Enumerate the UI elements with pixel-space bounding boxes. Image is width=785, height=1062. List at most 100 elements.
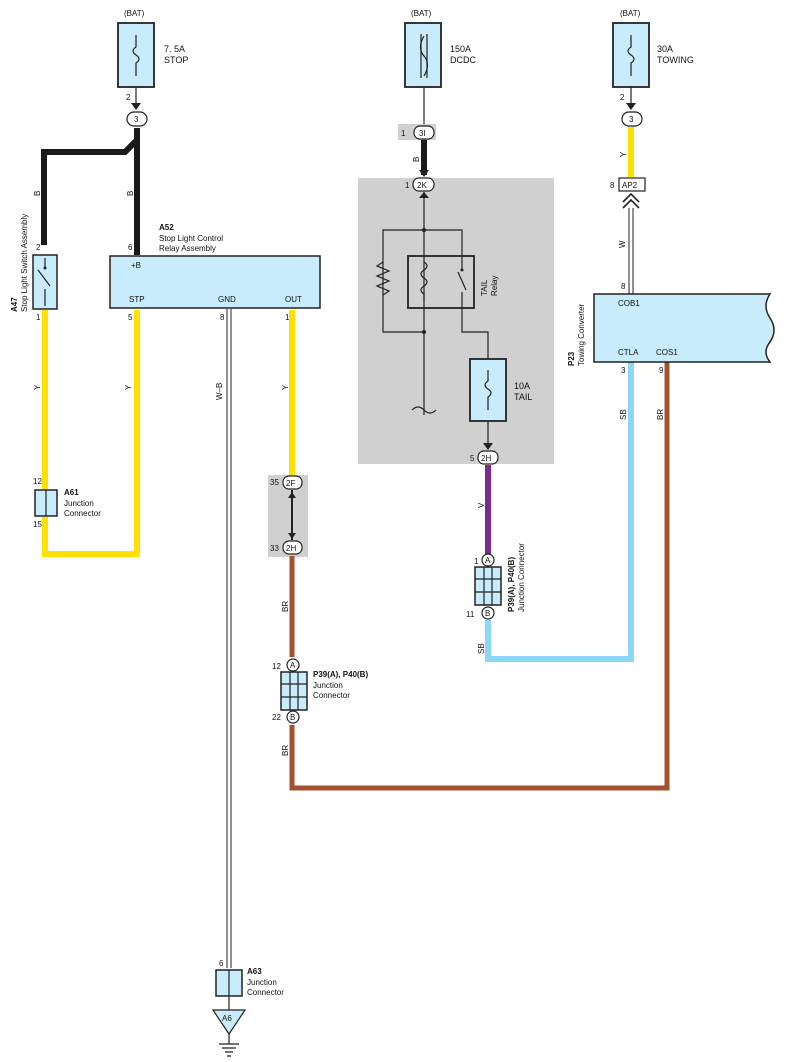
fuse-towing-rating: 30A xyxy=(657,44,673,54)
connector-2k-pin: 1 xyxy=(405,181,410,190)
fuse-towing-source: (BAT) xyxy=(620,9,641,18)
fuse-stop-rating: 7. 5A xyxy=(164,44,185,54)
p23-pin-cos1: 9 xyxy=(659,366,664,375)
fuse-tail xyxy=(469,358,507,422)
fuse-dcdc-source: (BAT) xyxy=(411,9,432,18)
p39-right-a: A xyxy=(485,556,491,565)
connector-2h-bottom-label: 2H xyxy=(286,544,296,553)
resistor-icon xyxy=(375,261,391,296)
node-dot xyxy=(422,228,426,232)
wire-label-y1: Y xyxy=(33,384,42,390)
p39-right-name: Junction Connector xyxy=(517,543,526,612)
wire-label-br3: BR xyxy=(656,409,665,420)
a52-relay-assembly xyxy=(109,255,321,309)
a61-code: A61 xyxy=(64,488,79,497)
wire-label-br1: BR xyxy=(281,601,290,612)
fuse-stop-name: STOP xyxy=(164,55,188,65)
p39-right-b: B xyxy=(485,609,490,618)
p23-pin-ctla: 3 xyxy=(621,366,626,375)
double-chevron-icon xyxy=(622,192,640,209)
a52-pin-gnd: 8 xyxy=(220,313,225,322)
junction-grid xyxy=(475,567,501,605)
wire-label-w: W xyxy=(618,240,627,248)
a52-term-out: OUT xyxy=(285,295,302,304)
p23-term-cob1: COB1 xyxy=(618,299,640,308)
p23-code: P23 xyxy=(567,351,576,366)
a61-line1: Junction xyxy=(64,499,94,508)
p39-left-pin-b-circle xyxy=(286,710,300,724)
fuse-tail-rating: 10A xyxy=(514,381,530,391)
connector-2f xyxy=(282,475,303,490)
a47-pin-top: 2 xyxy=(36,243,41,252)
a52-line2: Relay Assembly xyxy=(159,244,216,253)
connector-3-right-label: 3 xyxy=(629,115,634,124)
a52-pin-out: 1 xyxy=(285,313,290,322)
a52-line1: Stop Light Control xyxy=(159,234,223,243)
terminal-arrow xyxy=(483,443,493,450)
junction-grid xyxy=(281,672,307,710)
fuse-stop-source: (BAT) xyxy=(124,9,145,18)
a52-term-stp: STP xyxy=(129,295,145,304)
p23-pin-cob1: 8 xyxy=(621,282,626,291)
connector-2h-top-label: 2H xyxy=(481,454,491,463)
a63-line2: Connector xyxy=(247,988,284,997)
connector-3-left-label: 3 xyxy=(134,115,139,124)
connector-2k xyxy=(412,177,435,192)
p23-term-ctla: CTLA xyxy=(618,348,639,357)
terminal-arrow xyxy=(626,103,636,110)
a63-line1: Junction xyxy=(247,978,277,987)
p39-right-junction xyxy=(474,566,502,606)
fuse-towing-icon xyxy=(627,35,635,76)
fuse-towing-pin: 2 xyxy=(620,93,625,102)
p23-towing-converter xyxy=(593,293,775,363)
p39-right-code: P39(A), P40(B) xyxy=(507,557,516,612)
connector-3i-label: 3I xyxy=(419,129,426,138)
p39-left-line2: Connector xyxy=(313,691,350,700)
wire-label-br2: BR xyxy=(281,745,290,756)
wire-label-y2: Y xyxy=(124,384,133,390)
p23-term-cos1: COS1 xyxy=(656,348,678,357)
wire-label-sb1: SB xyxy=(477,643,486,654)
connector-ap2-pin: 8 xyxy=(610,181,615,190)
p39-left-code: P39(A), P40(B) xyxy=(313,670,368,679)
p39-right-pin-b-circle xyxy=(481,606,495,620)
wire-label-sb2: SB xyxy=(619,409,628,420)
connector-ap2-label: AP2 xyxy=(622,181,638,190)
connector-ap2 xyxy=(618,177,646,192)
p39-left-pin-a: 12 xyxy=(272,662,281,671)
connector-3i xyxy=(413,125,435,140)
a52-term-gnd: GND xyxy=(218,295,236,304)
terminal-arrow xyxy=(419,170,429,177)
a61-pin-top: 12 xyxy=(33,477,42,486)
wire-label-v: V xyxy=(477,502,486,508)
p39-right-pin-b: 11 xyxy=(466,610,475,619)
connector-2f-pin: 35 xyxy=(270,478,279,487)
fuse-dcdc-rating: 150A xyxy=(450,44,471,54)
terminal-arrow xyxy=(131,103,141,110)
fuse-stop-icon xyxy=(132,35,140,76)
fuse-tail-name: TAIL xyxy=(514,392,532,402)
tail-relay-line1: TAIL xyxy=(480,279,489,296)
tail-relay-panel xyxy=(358,178,554,464)
connector-2f-label: 2F xyxy=(286,479,295,488)
p39-left-b: B xyxy=(290,713,295,722)
p39-right-pin-a: 1 xyxy=(474,557,479,566)
fuse-stop-pin: 2 xyxy=(126,93,131,102)
ground-a6-label: A6 xyxy=(222,1014,232,1023)
wire-y-a61-stp xyxy=(42,310,140,557)
a47-code: A47 xyxy=(10,297,19,312)
ground-wave-icon xyxy=(411,406,437,414)
a52-pin-b: 6 xyxy=(128,243,133,252)
fuse-towing-name: TOWING xyxy=(657,55,694,65)
ground-icon xyxy=(219,1034,239,1057)
connector-3i-pin: 1 xyxy=(401,129,406,138)
fuse-tail-icon xyxy=(484,370,492,410)
tail-relay xyxy=(407,255,475,309)
p39-left-line1: Junction xyxy=(313,681,343,690)
wire-label-b3: B xyxy=(412,157,421,162)
a61-line2: Connector xyxy=(64,509,101,518)
fuse-dcdc xyxy=(404,22,442,88)
connector-2h-bottom xyxy=(282,540,303,555)
connector-2h-top-pin: 5 xyxy=(470,454,475,463)
